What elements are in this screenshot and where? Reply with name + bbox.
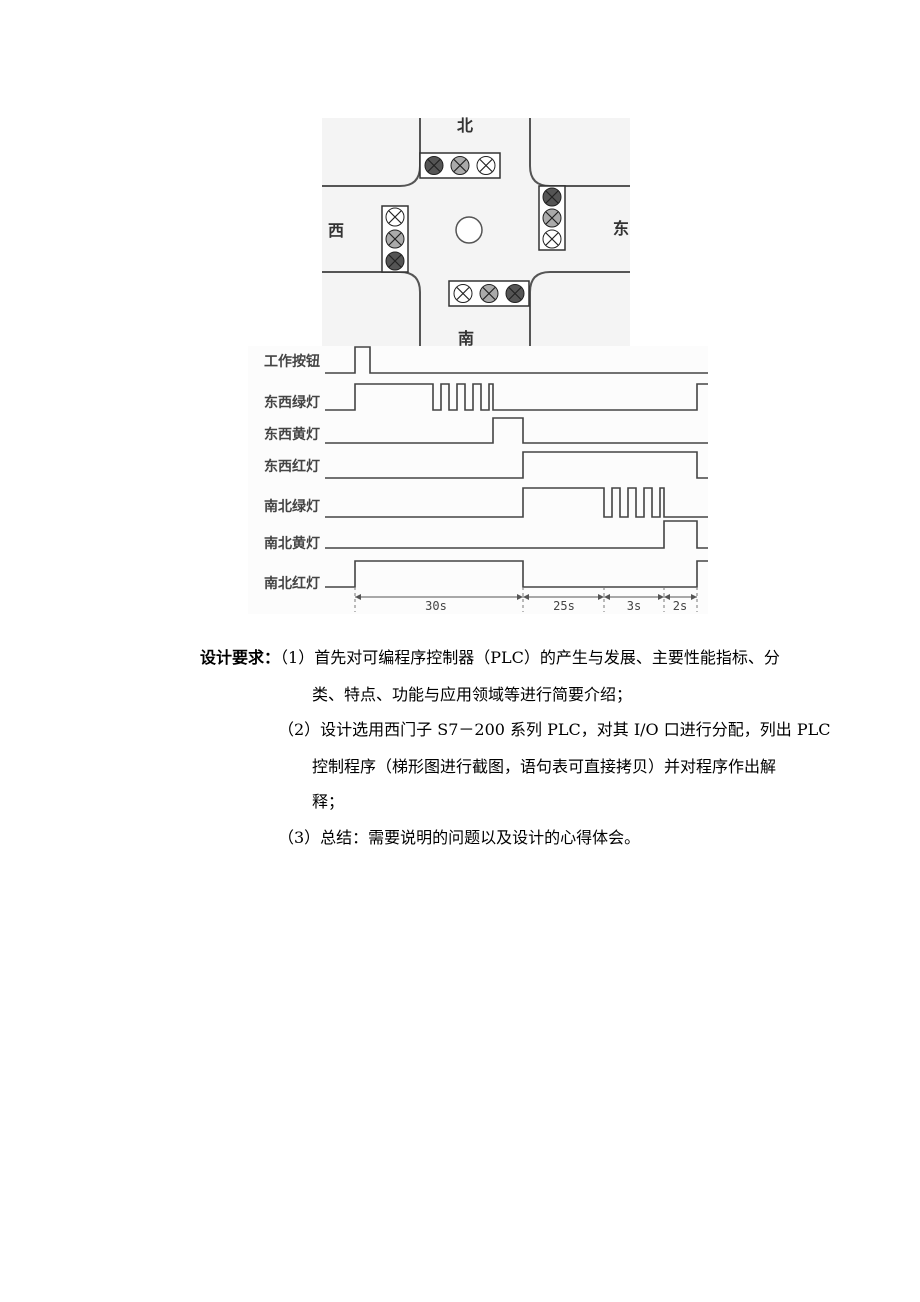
traffic-light-south xyxy=(448,280,530,307)
signal-label-ns-yellow: 南北黄灯 xyxy=(264,535,320,552)
dimension-arrows xyxy=(355,594,697,600)
requirements-heading: 设计要求： xyxy=(200,648,281,667)
signal-label-ew-red: 东西红灯 xyxy=(264,458,320,475)
waveform-ew-green xyxy=(325,383,708,411)
signal-label-work-button: 工作按钮 xyxy=(264,353,320,370)
figure-canvas: 北 南 东 西 工作按钮 东西绿灯 东西黄灯 东西红灯 南北绿灯 南北黄灯 南北… xyxy=(248,116,708,614)
traffic-light-figure: 北 南 东 西 工作按钮 东西绿灯 东西黄灯 东西红灯 南北绿灯 南北黄灯 南北… xyxy=(0,0,920,620)
label-south: 南 xyxy=(458,329,474,348)
traffic-light-north xyxy=(419,152,501,179)
requirement-1-line-1: （1）首先对可编程序控制器（PLC）的产生与发展、主要性能指标、分 xyxy=(280,648,780,667)
signal-label-ns-green: 南北绿灯 xyxy=(264,498,320,515)
duration-3s: 3s xyxy=(627,599,641,613)
duration-30s: 30s xyxy=(425,599,447,613)
requirement-2-line-3: 释； xyxy=(312,792,345,811)
label-east: 东 xyxy=(613,219,629,238)
traffic-light-west xyxy=(381,205,409,273)
requirement-3-line-1: （3）总结：需要说明的问题以及设计的心得体会。 xyxy=(278,828,641,847)
duration-2s: 2s xyxy=(673,599,687,613)
waveform-ew-yellow xyxy=(325,417,708,444)
timing-background xyxy=(248,346,708,614)
requirement-1-line-2: 类、特点、功能与应用领域等进行简要介绍； xyxy=(312,685,633,704)
waveform-work-button xyxy=(325,346,708,374)
road-edge-se xyxy=(529,271,630,346)
requirement-2-line-1: （2）设计选用西门子 S7－200 系列 PLC，对其 I/O 口进行分配，列出… xyxy=(278,720,831,739)
center-circle xyxy=(455,216,483,244)
signal-label-ew-yellow: 东西黄灯 xyxy=(264,426,320,443)
traffic-light-east xyxy=(538,185,566,251)
requirement-2-line-2: 控制程序（梯形图进行截图，语句表可直接拷贝）并对程序作出解 xyxy=(312,757,777,776)
label-west: 西 xyxy=(328,221,344,240)
waveform-ew-red xyxy=(325,451,708,479)
waveform-ns-yellow xyxy=(325,520,708,549)
label-north: 北 xyxy=(457,116,473,135)
signal-label-ew-green: 东西绿灯 xyxy=(264,394,320,411)
waveform-ns-red xyxy=(325,560,708,588)
signal-label-ns-red: 南北红灯 xyxy=(264,575,320,592)
duration-25s: 25s xyxy=(553,599,575,613)
waveform-ns-green xyxy=(325,487,708,518)
